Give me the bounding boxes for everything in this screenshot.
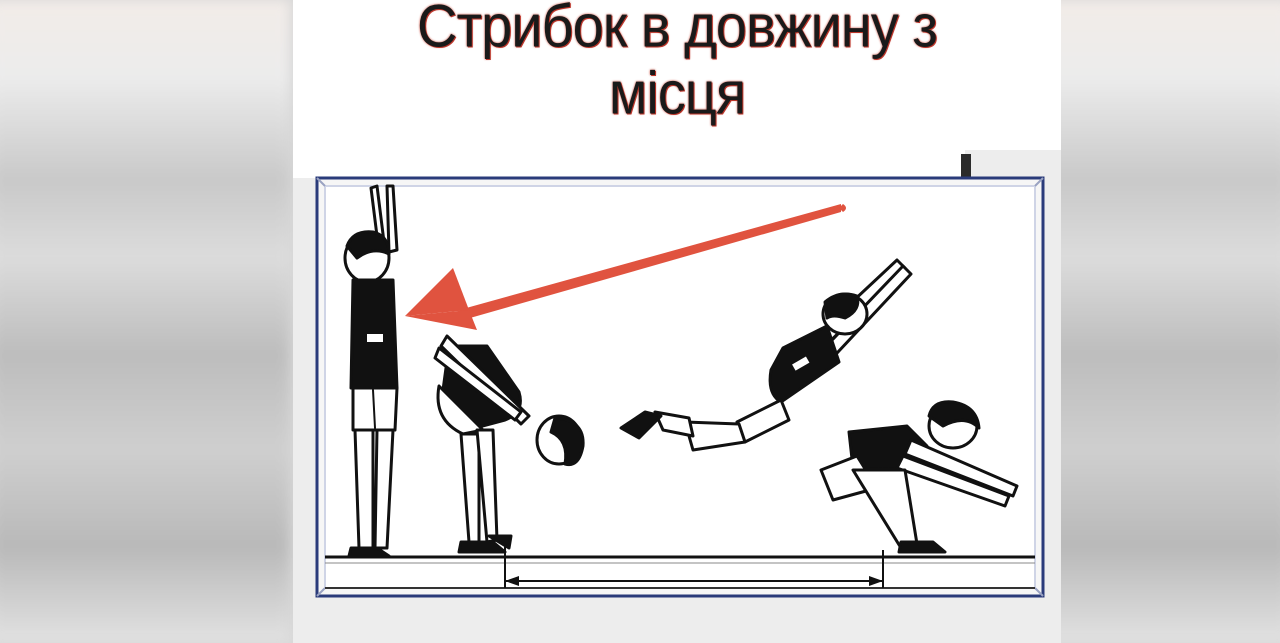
figure-flight [619,258,913,452]
video-frame: Стрибок в довжину з місця [293,0,1061,643]
title-line-2: місця [608,58,746,127]
figure-landing [819,400,1019,554]
title-line-1: Стрибок в довжину з [417,0,938,60]
long-jump-illustration [293,150,1061,643]
red-arrow [405,204,846,330]
ground-line [325,538,1035,589]
figure-crouch [433,334,585,554]
figure-standing [343,184,399,558]
blurred-background-left [0,0,290,643]
page-title: Стрибок в довжину з місця [293,0,1061,123]
